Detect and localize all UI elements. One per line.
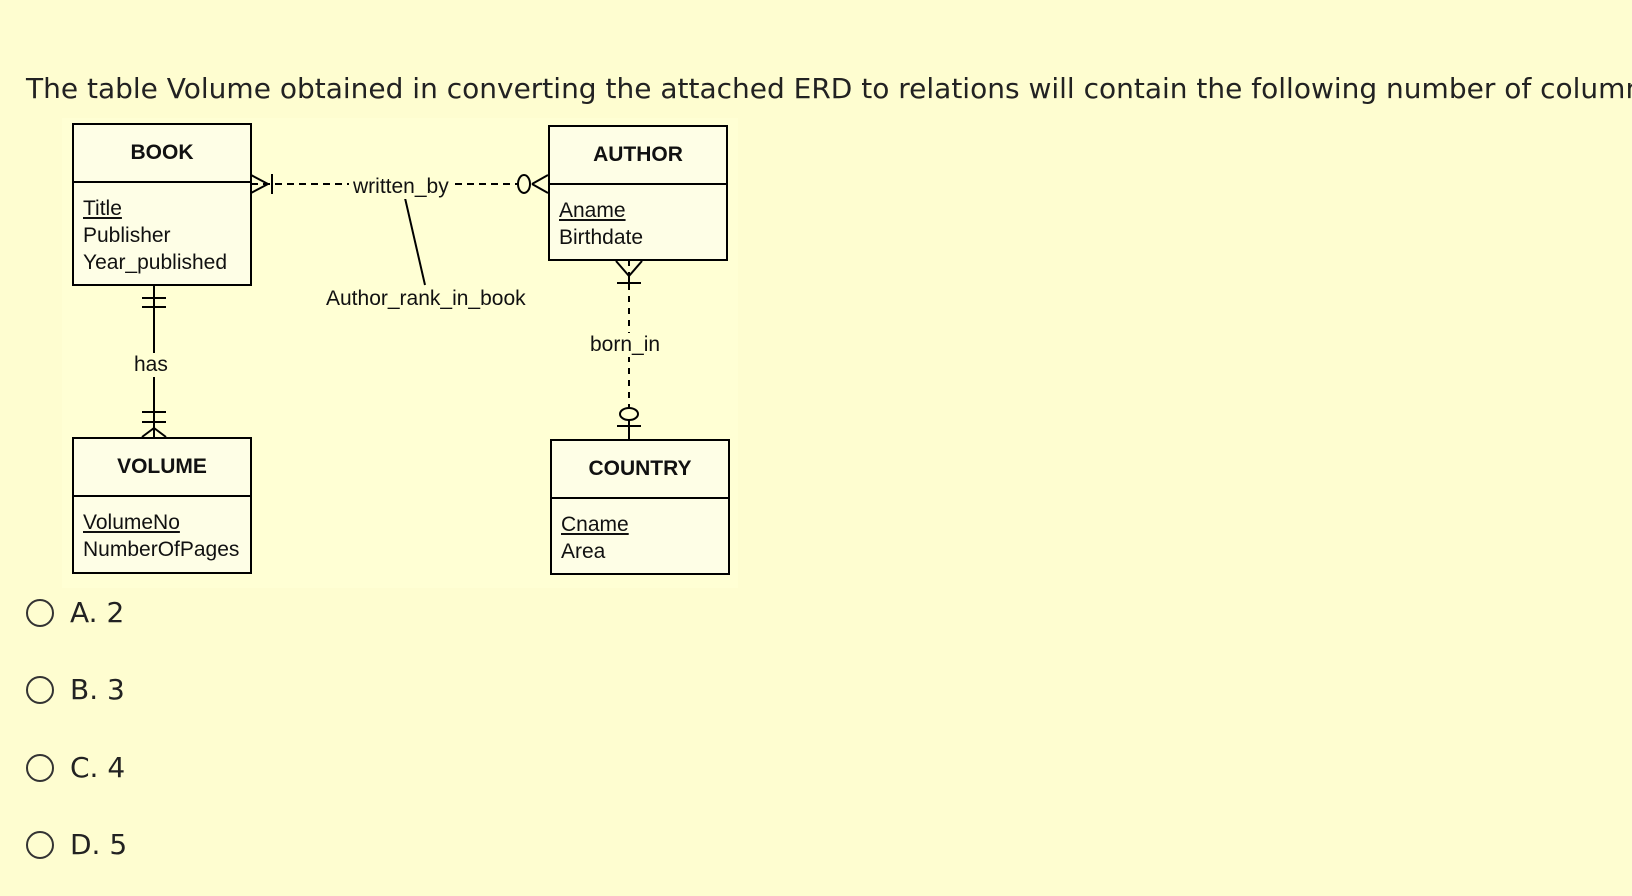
country-bornin-symbol [617, 407, 641, 439]
entity-country-name: COUNTRY [552, 441, 728, 499]
author-rank-connector [404, 197, 426, 286]
attribute-cname: Cname [561, 513, 629, 536]
option-c[interactable]: C. 4 [26, 751, 125, 784]
option-d[interactable]: D. 5 [26, 828, 127, 861]
entity-book: BOOK Title Publisher Year_published [72, 123, 252, 286]
entity-author: AUTHOR Aname Birthdate [548, 125, 728, 261]
option-d-radio[interactable] [26, 830, 54, 859]
entity-country: COUNTRY Cname Area [550, 439, 730, 575]
option-b-label: B. 3 [70, 673, 125, 706]
attribute-publisher: Publisher [83, 224, 171, 247]
option-a-label: A. 2 [70, 596, 125, 629]
entity-book-name: BOOK [74, 125, 250, 183]
relationship-has-label: has [134, 353, 168, 377]
entity-volume: VOLUME VolumeNo NumberOfPages [72, 437, 252, 574]
entity-author-attributes: Aname Birthdate [550, 185, 726, 251]
entity-volume-name: VOLUME [74, 439, 250, 497]
option-a-radio[interactable] [26, 598, 54, 627]
author-bornin-crowsfoot [615, 260, 643, 290]
question-text: The table Volume obtained in converting … [26, 72, 1632, 105]
entity-volume-attributes: VolumeNo NumberOfPages [74, 497, 250, 563]
option-a[interactable]: A. 2 [26, 596, 124, 629]
attribute-volumeno: VolumeNo [83, 511, 180, 534]
author-writtenby-crowsfoot [517, 174, 549, 194]
book-has-bars [142, 297, 166, 308]
entity-book-attributes: Title Publisher Year_published [74, 183, 250, 276]
volume-has-bars [141, 411, 167, 438]
relationship-written-by-label: written_by [349, 175, 453, 199]
attribute-year-published: Year_published [83, 251, 228, 274]
entity-author-name: AUTHOR [550, 127, 726, 185]
book-writtenby-crowsfoot [250, 174, 273, 194]
attribute-aname: Aname [559, 199, 626, 222]
option-d-label: D. 5 [70, 828, 128, 861]
relationship-attribute-author-rank: Author_rank_in_book [326, 287, 526, 311]
option-b[interactable]: B. 3 [26, 673, 125, 706]
relationship-born-in-label: born_in [590, 333, 661, 357]
attribute-title: Title [83, 197, 122, 220]
attribute-birthdate: Birthdate [559, 226, 644, 249]
option-b-radio[interactable] [26, 675, 54, 704]
option-c-radio[interactable] [26, 753, 54, 782]
attribute-area: Area [561, 540, 606, 563]
entity-country-attributes: Cname Area [552, 499, 728, 565]
option-c-label: C. 4 [70, 751, 126, 784]
attribute-numberofpages: NumberOfPages [83, 538, 240, 561]
